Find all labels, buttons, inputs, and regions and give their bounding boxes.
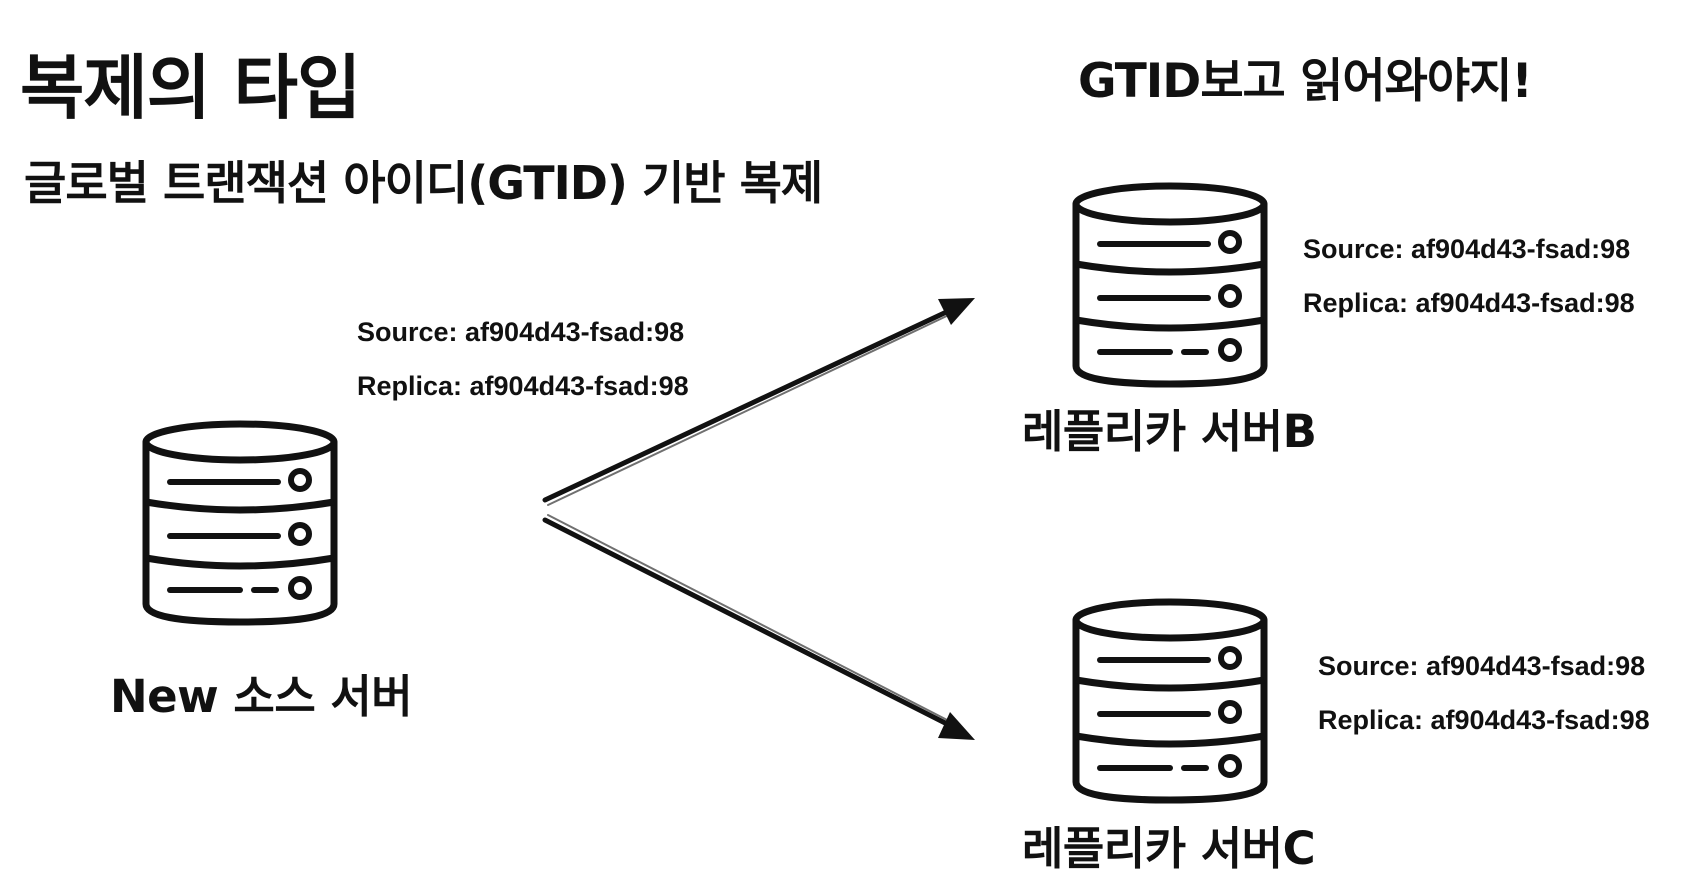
slide-subtitle: 글로벌 트랜잭션 아이디(GTID) 기반 복제 <box>24 156 823 210</box>
replica-b-source-gtid: Source: af904d43-fsad:98 <box>1303 234 1631 264</box>
replica-c-source-gtid: Source: af904d43-fsad:98 <box>1318 651 1646 681</box>
arrow-to-replica-b-icon <box>542 298 975 506</box>
replica-b-label: 레플리카 서버B <box>1022 405 1317 458</box>
replica-c-replica-gtid: Replica: af904d43-fsad:98 <box>1318 705 1650 736</box>
source-server-source-gtid: Source: af904d43-fsad:98 <box>357 317 685 347</box>
gtid-note: GTID보고 읽어와야지! <box>1078 54 1533 109</box>
replica-b-replica-gtid: Replica: af904d43-fsad:98 <box>1303 288 1635 319</box>
source-server-label: New 소스 서버 <box>110 670 413 723</box>
source-server-gtid-info: Source: af904d43-fsad:98 Replica: af904d… <box>357 316 689 403</box>
source-server-database-icon <box>146 424 334 622</box>
replica-b-gtid-info: Source: af904d43-fsad:98 Replica: af904d… <box>1303 233 1635 320</box>
replica-c-gtid-info: Source: af904d43-fsad:98 Replica: af904d… <box>1318 650 1650 737</box>
replica-c-label: 레플리카 서버C <box>1022 822 1316 875</box>
arrow-to-replica-c-icon <box>542 514 975 740</box>
source-server-replica-gtid: Replica: af904d43-fsad:98 <box>357 371 689 402</box>
slide-title: 복제의 타입 <box>20 47 361 129</box>
replica-b-database-icon <box>1076 186 1264 384</box>
replica-c-database-icon <box>1076 602 1264 800</box>
